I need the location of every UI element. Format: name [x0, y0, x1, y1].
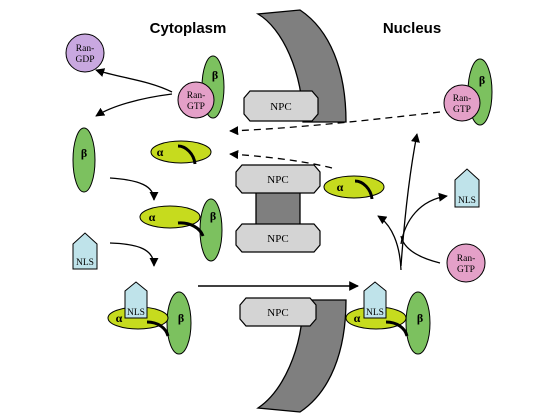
svg-text:Ran-: Ran- — [457, 254, 475, 264]
importin-alpha-free-nucleus: α — [323, 175, 385, 200]
npc-middle-lower-label: NPC — [267, 233, 288, 245]
svg-text:β: β — [178, 311, 184, 325]
svg-text:Ran-: Ran- — [453, 94, 471, 104]
dashed-arrow-beta-export — [229, 111, 441, 136]
arrow-ran-gtp-binding — [400, 235, 441, 264]
svg-text:α: α — [157, 145, 164, 159]
importin-alpha-free-cyto: α — [150, 140, 212, 165]
cytoplasm-header: Cytoplasm — [150, 20, 227, 37]
npc-middle-lower: NPC — [235, 223, 321, 253]
svg-text:β: β — [210, 209, 216, 223]
nuclear-envelope-lower — [256, 299, 347, 413]
svg-text:β: β — [479, 73, 485, 87]
svg-text:Ran-: Ran- — [76, 44, 94, 54]
npc-middle-upper-label: NPC — [267, 174, 288, 186]
importin-alpha-beta-complex: β α — [139, 198, 223, 262]
nls-cargo-cyto: NLS — [72, 232, 98, 270]
svg-text:NLS: NLS — [366, 308, 384, 318]
arrow-beta-to-complex — [109, 177, 159, 201]
arrow-nls-to-complex — [109, 242, 159, 267]
import-complex-cyto: β α NLS — [107, 281, 192, 355]
ran-gtp-nucleus: Ran- GTP — [446, 243, 486, 283]
svg-text:β: β — [417, 311, 423, 325]
ran-gdp-circle: Ran- GDP — [65, 33, 105, 73]
npc-bottom-label: NPC — [267, 307, 288, 319]
npc-bottom: NPC — [239, 297, 317, 327]
svg-text:NLS: NLS — [458, 196, 476, 206]
import-complex-nucleus: β α NLS — [345, 281, 431, 355]
svg-text:α: α — [116, 311, 123, 325]
importin-beta-free-cyto: β — [72, 127, 96, 193]
svg-text:α: α — [354, 311, 361, 325]
arrow-to-beta-rangtp-nucleus — [400, 133, 420, 267]
npc-top: NPC — [243, 90, 319, 122]
arrow-to-nls-nucleus — [400, 192, 448, 245]
svg-text:GTP: GTP — [457, 265, 475, 275]
npc-middle-upper: NPC — [235, 164, 321, 194]
arrow-to-ran-gdp — [95, 68, 173, 93]
svg-text:NLS: NLS — [76, 258, 94, 268]
svg-text:GTP: GTP — [187, 102, 205, 112]
importin-beta-rangtp-cyto: β Ran- GTP — [177, 55, 225, 119]
nls-cargo-nucleus: NLS — [454, 168, 480, 208]
arrow-to-alpha-nucleus — [377, 215, 402, 271]
svg-text:β: β — [212, 68, 218, 82]
nuclear-envelope-upper — [255, 9, 347, 123]
svg-text:Ran-: Ran- — [187, 91, 205, 101]
svg-text:α: α — [337, 180, 344, 194]
nucleus-header: Nucleus — [383, 20, 441, 37]
arrow-to-free-beta — [95, 93, 173, 117]
dashed-arrow-alpha-export — [229, 150, 333, 169]
npc-top-label: NPC — [270, 101, 291, 113]
svg-text:GDP: GDP — [75, 55, 94, 65]
svg-text:β: β — [81, 146, 87, 160]
svg-text:GTP: GTP — [453, 105, 471, 115]
svg-text:α: α — [149, 210, 156, 224]
svg-text:NLS: NLS — [127, 308, 145, 318]
importin-beta-rangtp-nucleus: β Ran- GTP — [443, 58, 493, 126]
